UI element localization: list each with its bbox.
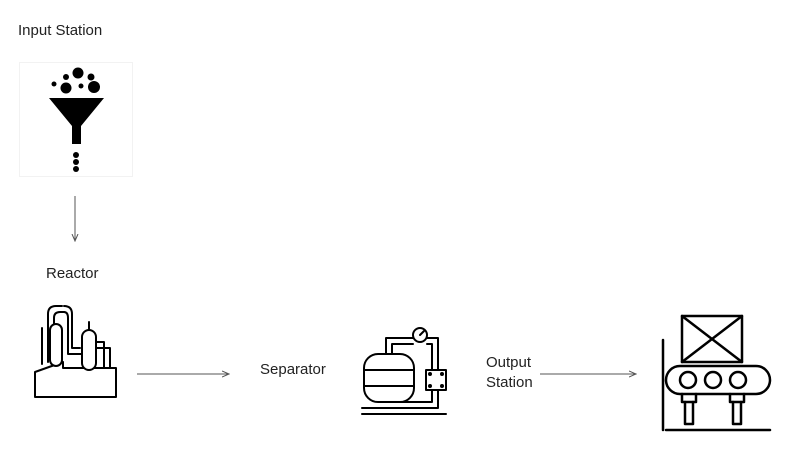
separator-icon	[358, 326, 448, 416]
conveyor-icon	[658, 312, 774, 432]
funnel-icon	[19, 62, 133, 177]
reactor-label: Reactor	[46, 265, 99, 282]
output-station-label-line1: Output	[486, 354, 532, 371]
output-station-label-line2: Station	[486, 374, 533, 391]
output-station-label: Output Station	[486, 353, 533, 393]
reactor-icon	[30, 302, 120, 399]
input-station-label: Input Station	[18, 22, 103, 39]
separator-label: Separator	[260, 361, 326, 378]
